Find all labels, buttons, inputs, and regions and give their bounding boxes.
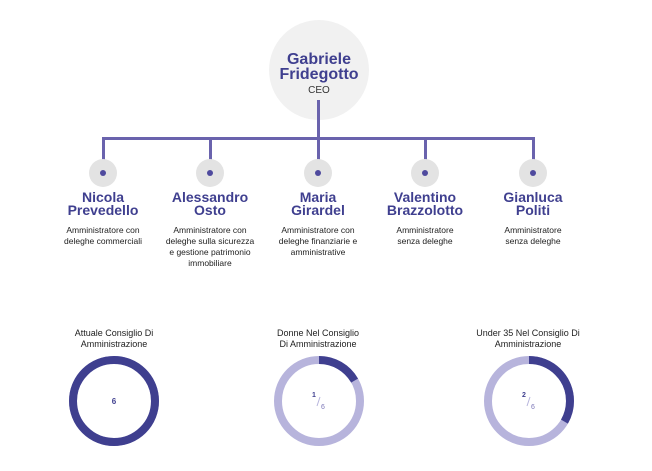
member-name-line1: Alessandro bbox=[171, 189, 249, 205]
member-node-4 bbox=[411, 159, 439, 187]
gauge-arc bbox=[69, 356, 159, 446]
branch-connector-1 bbox=[102, 137, 105, 172]
member-role-2: Amministratore con deleghe sulla sicurez… bbox=[150, 225, 270, 269]
member-name-line2: Girardel bbox=[291, 202, 345, 218]
member-role-line: e gestione patrimonio bbox=[169, 247, 251, 257]
member-name-line2: Prevedello bbox=[67, 202, 139, 218]
ceo-connector bbox=[317, 100, 320, 140]
member-name-line2: Osto bbox=[194, 202, 226, 218]
member-name-line1: Nicola bbox=[81, 189, 124, 205]
member-role-line: amministrative bbox=[290, 247, 346, 257]
member-role-line: Amministratore bbox=[504, 225, 562, 235]
stat-title-line: Attuale Consiglio Di bbox=[74, 328, 154, 338]
member-name-1: Nicola Prevedello bbox=[43, 189, 163, 218]
stat-title-line: Under 35 Nel Consiglio Di bbox=[476, 328, 580, 338]
member-role-line: deleghe sulla sicurezza bbox=[165, 236, 255, 246]
member-node-5 bbox=[519, 159, 547, 187]
gauge-arc bbox=[274, 356, 364, 446]
branch-connector-4 bbox=[424, 137, 427, 172]
member-node-1 bbox=[89, 159, 117, 187]
gauge-value: 6 bbox=[112, 397, 117, 406]
member-dot bbox=[100, 170, 106, 176]
stat-title-line: Donne Nel Consiglio bbox=[276, 328, 360, 338]
member-name-3: Maria Girardel bbox=[258, 189, 378, 218]
gauge-under35-board: 2 6 bbox=[484, 356, 574, 446]
member-role-line: Amministratore con bbox=[281, 225, 355, 235]
member-role-line: Amministratore con bbox=[66, 225, 140, 235]
member-role-1: Amministratore con deleghe commerciali bbox=[43, 225, 163, 247]
member-role-4: Amministratore senza deleghe bbox=[365, 225, 485, 247]
member-role-line: deleghe commerciali bbox=[64, 236, 142, 246]
member-dot bbox=[530, 170, 536, 176]
member-dot bbox=[315, 170, 321, 176]
gauge-total: 6 bbox=[321, 404, 325, 411]
member-name-5: Gianluca Politi bbox=[473, 189, 593, 218]
member-role-line: senza deleghe bbox=[397, 236, 453, 246]
gauge-part: 2 bbox=[522, 392, 526, 399]
member-role-line: deleghe finanziarie e bbox=[278, 236, 358, 246]
member-dot bbox=[422, 170, 428, 176]
member-node-2 bbox=[196, 159, 224, 187]
ceo-role: CEO bbox=[308, 85, 330, 96]
stat-title-1: Attuale Consiglio Di Amministrazione bbox=[39, 328, 189, 350]
stat-title-2: Donne Nel Consiglio Di Amministrazione bbox=[243, 328, 393, 350]
member-name-line2: Brazzolotto bbox=[386, 202, 464, 218]
member-dot bbox=[207, 170, 213, 176]
member-role-line: senza deleghe bbox=[505, 236, 561, 246]
ceo-name-line1: Gabriele bbox=[286, 51, 352, 68]
member-name-line1: Valentino bbox=[393, 189, 457, 205]
branch-connector-3 bbox=[317, 137, 320, 172]
gauge-slash bbox=[316, 396, 321, 407]
member-name-line1: Maria bbox=[299, 189, 337, 205]
branch-connector-5 bbox=[532, 137, 535, 172]
member-role-5: Amministratore senza deleghe bbox=[473, 225, 593, 247]
gauge-total-board: 6 bbox=[69, 356, 159, 446]
stat-title-3: Under 35 Nel Consiglio Di Amministrazion… bbox=[453, 328, 603, 350]
stat-title-line: Amministrazione bbox=[494, 339, 562, 349]
member-name-2: Alessandro Osto bbox=[150, 189, 270, 218]
ceo-name: Gabriele Fridegotto bbox=[250, 51, 388, 83]
gauge-part: 1 bbox=[312, 392, 316, 399]
member-role-line: immobiliare bbox=[188, 258, 232, 268]
member-role-3: Amministratore con deleghe finanziarie e… bbox=[258, 225, 378, 258]
stat-title-line: Amministrazione bbox=[80, 339, 148, 349]
gauge-arc bbox=[484, 356, 574, 446]
branch-connector-2 bbox=[209, 137, 212, 172]
member-role-line: Amministratore con bbox=[173, 225, 247, 235]
member-name-4: Valentino Brazzolotto bbox=[365, 189, 485, 218]
gauge-women-board: 1 6 bbox=[274, 356, 364, 446]
gauge-total: 6 bbox=[531, 404, 535, 411]
member-name-line2: Politi bbox=[515, 202, 551, 218]
member-node-3 bbox=[304, 159, 332, 187]
gauge-slash bbox=[526, 396, 531, 407]
member-name-line1: Gianluca bbox=[503, 189, 563, 205]
ceo-name-line2: Fridegotto bbox=[279, 66, 359, 83]
member-role-line: Amministratore bbox=[396, 225, 454, 235]
stat-title-line: Di Amministrazione bbox=[279, 339, 357, 349]
